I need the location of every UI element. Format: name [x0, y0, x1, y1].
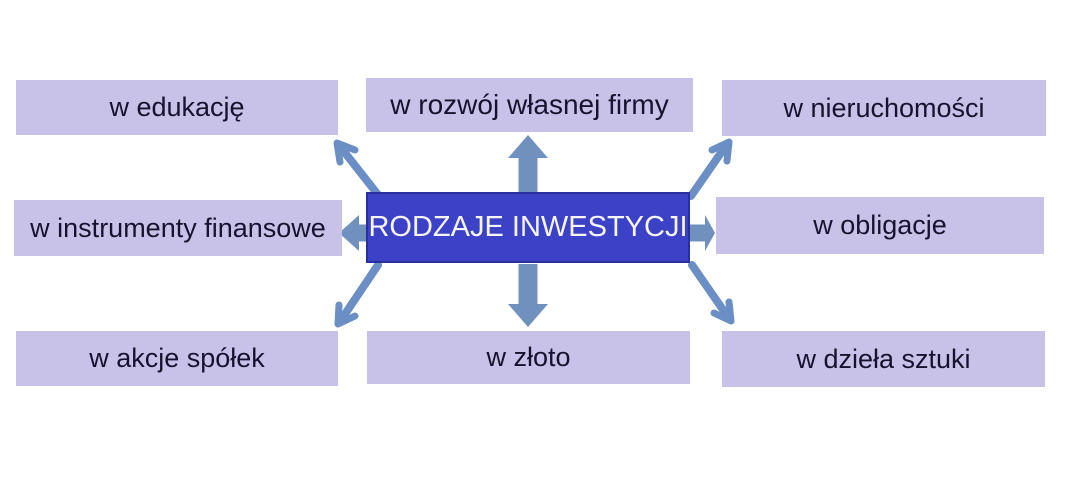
arrow-down-left-icon	[334, 261, 382, 328]
arrow-right-icon	[690, 215, 715, 251]
node-label: w nieruchomości	[783, 92, 985, 123]
node-obligacje: w obligacje	[716, 197, 1044, 254]
node-label: w edukację	[109, 92, 245, 122]
node-label: w akcje spółek	[89, 343, 265, 373]
node-zloto: w złoto	[367, 331, 690, 384]
center-node-label: RODZAJE INWESTYCJI	[368, 211, 688, 243]
node-label: w rozwój własnej firmy	[390, 89, 669, 120]
node-label: w obligacje	[813, 210, 947, 240]
arrow-up-right-icon	[687, 138, 733, 200]
node-edukacja: w edukację	[16, 80, 338, 135]
arrow-down-right-icon	[688, 261, 735, 325]
node-dziela-sztuki: w dzieła sztuki	[722, 331, 1045, 387]
node-nieruchomosci: w nieruchomości	[722, 80, 1046, 136]
node-label: w dzieła sztuki	[796, 343, 971, 374]
arrow-left-icon	[339, 215, 374, 251]
arrow-up-icon	[508, 135, 548, 193]
arrow-down-icon	[508, 264, 548, 327]
center-node-rodzaje-inwestycji: RODZAJE INWESTYCJI	[366, 192, 690, 263]
arrow-up-left-icon	[333, 139, 383, 200]
node-rozwoj-wlasnej-firmy: w rozwój własnej firmy	[366, 78, 693, 132]
node-akcje-spolek: w akcje spółek	[16, 331, 338, 386]
node-instrumenty-finansowe: w instrumenty finansowe	[14, 200, 342, 256]
node-label: w złoto	[486, 342, 571, 372]
node-label: w instrumenty finansowe	[30, 212, 326, 243]
